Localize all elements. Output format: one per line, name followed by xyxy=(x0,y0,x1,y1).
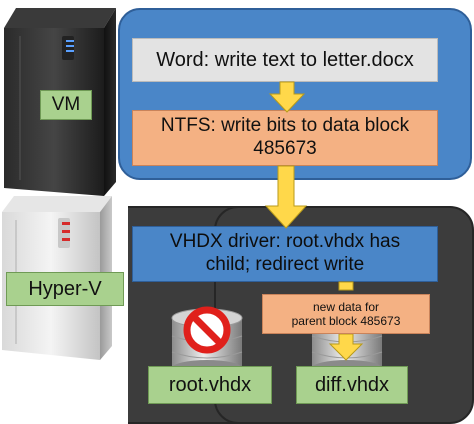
vm-tag: VM xyxy=(40,90,92,120)
ntfs-step-line2: 485673 xyxy=(253,138,317,159)
arrow-newdata-to-diff xyxy=(328,333,364,361)
word-step-text: Word: write text to letter.docx xyxy=(156,49,414,71)
ntfs-step-line1: NTFS: write bits to data block xyxy=(160,115,410,137)
arrow-ntfs-to-vhdx xyxy=(264,165,308,229)
prohibited-icon xyxy=(183,306,231,354)
vhdx-step-line1: VHDX driver: root.vhdx has xyxy=(169,231,401,253)
diff-vhdx-label: diff.vhdx xyxy=(296,366,408,404)
new-data-line1: new data for xyxy=(312,299,380,314)
host-server-icon xyxy=(2,196,112,360)
new-data-line2: parent block 485673 xyxy=(291,314,401,328)
hyperv-tag: Hyper-V xyxy=(6,272,124,306)
vhdx-step-box: VHDX driver: root.vhdx has child; redire… xyxy=(132,226,438,282)
vm-tag-text: VM xyxy=(51,93,81,115)
arrow-vhdx-to-newdata xyxy=(338,281,354,291)
diff-vhdx-text: diff.vhdx xyxy=(314,374,390,396)
vhdx-step-line2: child; redirect write xyxy=(205,254,365,275)
root-vhdx-text: root.vhdx xyxy=(168,374,252,396)
new-data-box: new data for parent block 485673 xyxy=(262,294,430,334)
hyperv-tag-text: Hyper-V xyxy=(28,278,102,300)
root-vhdx-label: root.vhdx xyxy=(148,366,272,404)
arrow-word-to-ntfs xyxy=(268,81,306,113)
